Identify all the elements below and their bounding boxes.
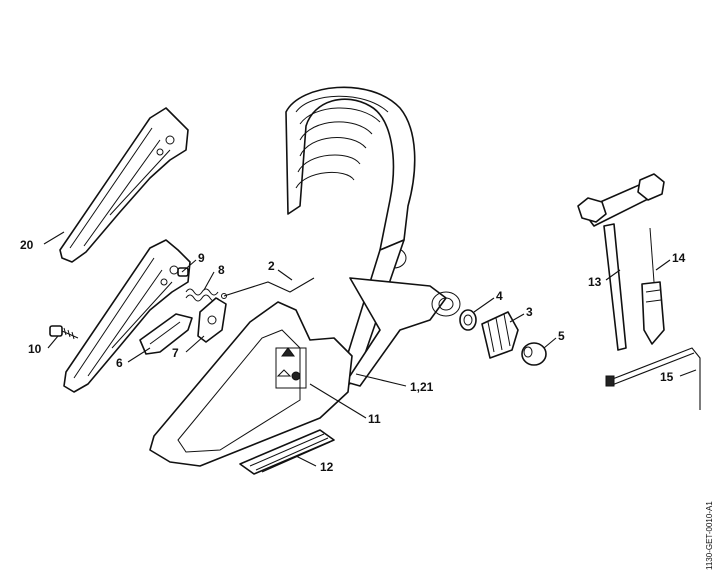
callout-15: 15 [660, 370, 674, 384]
part-9-pin [177, 267, 189, 277]
callout-12: 12 [320, 460, 334, 474]
callout-13: 13 [588, 275, 602, 289]
callout-7: 7 [172, 346, 179, 360]
part-10-screw [49, 325, 79, 340]
callout-1-21: 1,21 [410, 380, 434, 394]
callout-8: 8 [218, 263, 225, 277]
part-14-screwdriver [641, 227, 665, 345]
callout-10: 10 [28, 342, 42, 356]
part-15-hex-key [605, 347, 701, 410]
part-20-handle-cover [59, 107, 189, 263]
callout-20: 20 [20, 238, 34, 252]
callout-9: 9 [198, 251, 205, 265]
part-13-wrench [577, 173, 665, 351]
part-3-buffer [481, 311, 519, 359]
callout-14: 14 [672, 251, 686, 265]
part-12-pad [239, 429, 335, 475]
callout-5: 5 [558, 329, 565, 343]
drawing-reference: 1130-GET-0010-A1 [705, 501, 714, 570]
part-cover-lower [63, 239, 191, 393]
part-6-lever [139, 313, 193, 355]
callout-2: 2 [268, 259, 275, 273]
part-2-rod [221, 277, 315, 299]
part-4-bushing [459, 309, 477, 331]
callout-4: 4 [496, 289, 503, 303]
leader-lines [43, 231, 697, 467]
part-7-lever [197, 297, 227, 343]
callout-11: 11 [368, 412, 381, 426]
part-5-cap [521, 342, 547, 366]
callouts: 20 9 8 2 10 6 7 4 3 5 1,21 11 12 13 14 1… [20, 238, 686, 474]
part-8-spring [185, 288, 219, 302]
callout-6: 6 [116, 356, 123, 370]
callout-3: 3 [526, 305, 533, 319]
part-1-handle-frame [149, 86, 461, 467]
